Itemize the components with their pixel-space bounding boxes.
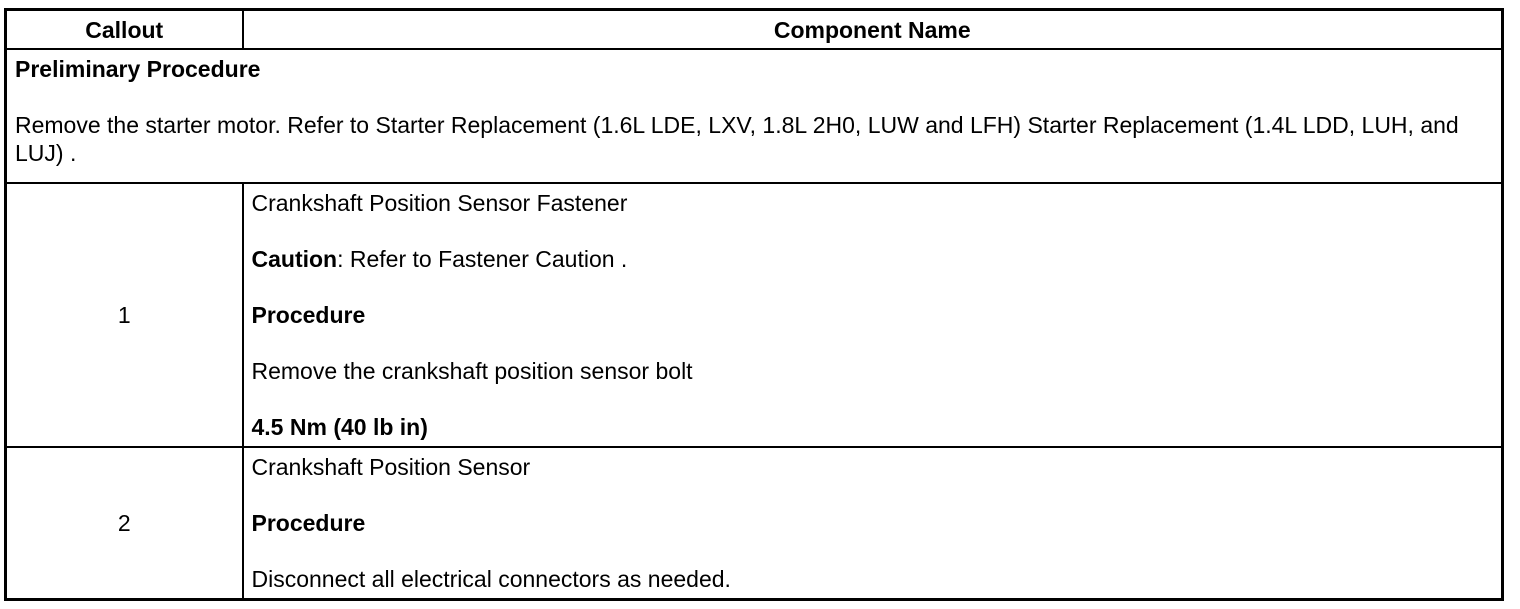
callout-number: 1 <box>4 182 244 448</box>
callout-column-header: Callout <box>4 8 244 50</box>
caution-note: Caution: Refer to Fastener Caution . <box>252 245 1494 273</box>
preliminary-procedure-text: Remove the starter motor. Refer to Start… <box>15 112 1459 166</box>
procedure-step-text: Disconnect all electrical connectors as … <box>251 566 731 592</box>
component-name-text: Crankshaft Position Sensor <box>251 454 531 480</box>
preliminary-procedure-title: Preliminary Procedure <box>15 56 261 82</box>
torque-spec: 4.5 Nm (40 lb in) <box>251 414 428 440</box>
caution-text: : Refer to Fastener Caution . <box>337 246 628 272</box>
procedure-step-text: Remove the crankshaft position sensor bo… <box>251 358 693 384</box>
component-name-text: Crankshaft Position Sensor Fastener <box>251 190 628 216</box>
procedure-label: Procedure <box>251 302 366 328</box>
preliminary-procedure-cell: Preliminary Procedure Remove the starter… <box>4 48 1504 184</box>
table-row: 1 Crankshaft Position Sensor Fastener Ca… <box>4 182 1504 448</box>
preliminary-procedure-row: Preliminary Procedure Remove the starter… <box>4 48 1504 184</box>
procedure-label: Procedure <box>251 510 366 536</box>
caution-label: Caution <box>251 246 338 272</box>
component-cell: Crankshaft Position Sensor Fastener Caut… <box>241 182 1504 448</box>
callout-table: Callout Component Name Preliminary Proce… <box>4 8 1504 601</box>
component-cell: Crankshaft Position Sensor Procedure Dis… <box>241 446 1504 601</box>
component-name-column-header: Component Name <box>241 8 1504 50</box>
table-row: 2 Crankshaft Position Sensor Procedure D… <box>4 446 1504 601</box>
callout-number: 2 <box>4 446 244 601</box>
table-header-row: Callout Component Name <box>4 8 1504 50</box>
